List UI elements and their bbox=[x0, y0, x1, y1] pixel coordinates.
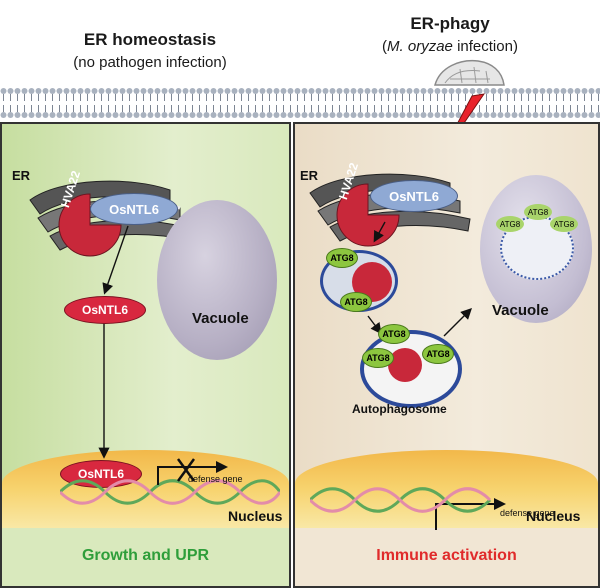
right-autophagosome-label: Autophagosome bbox=[352, 402, 447, 416]
right-atg8-d: ATG8 bbox=[362, 348, 394, 368]
right-defense-gene-label: defense gene bbox=[500, 508, 555, 518]
left-footer: Growth and UPR bbox=[81, 547, 210, 564]
cell-membrane bbox=[0, 86, 600, 120]
right-atg8-a: ATG8 bbox=[326, 248, 358, 268]
left-osntl6-er: OsNTL6 bbox=[90, 193, 178, 225]
left-footer-bg bbox=[2, 528, 289, 586]
right-osntl6-er: OsNTL6 bbox=[370, 180, 458, 212]
right-autophagosome-hva22 bbox=[388, 348, 422, 382]
right-atg8-b: ATG8 bbox=[340, 292, 372, 312]
right-atg8-h: ATG8 bbox=[550, 216, 578, 232]
left-vacuole-label: Vacuole bbox=[192, 310, 249, 327]
left-dna bbox=[60, 479, 280, 505]
left-er-label: ER bbox=[12, 168, 31, 183]
right-subtitle: (M. oryzae infection) bbox=[382, 38, 518, 55]
right-dna bbox=[310, 487, 492, 513]
left-vacuole bbox=[157, 200, 277, 360]
left-defense-gene-label: defense gene bbox=[188, 474, 243, 484]
right-footer: Immune activation bbox=[376, 547, 517, 564]
right-footer-bg bbox=[295, 528, 598, 586]
right-atg8-e: ATG8 bbox=[422, 344, 454, 364]
left-subtitle: (no pathogen infection) bbox=[73, 54, 227, 71]
left-defense-arrow bbox=[157, 458, 228, 485]
right-atg8-c: ATG8 bbox=[378, 324, 410, 344]
right-er-label: ER bbox=[300, 168, 319, 183]
left-nucleus-label: Nucleus bbox=[228, 508, 283, 524]
right-vacuole-label: Vacuole bbox=[492, 302, 549, 319]
left-osntl6-free: OsNTL6 bbox=[64, 296, 146, 324]
right-atg8-f: ATG8 bbox=[496, 216, 524, 232]
left-hva22-protein bbox=[58, 193, 122, 257]
right-atg8-g: ATG8 bbox=[524, 204, 552, 220]
right-nucleus bbox=[295, 450, 598, 528]
right-nucleus-label: Nucleus bbox=[526, 508, 581, 524]
right-title: ER-phagy bbox=[410, 14, 490, 33]
left-title: ER homeostasis bbox=[83, 30, 217, 49]
pathogen-icon bbox=[434, 59, 505, 86]
